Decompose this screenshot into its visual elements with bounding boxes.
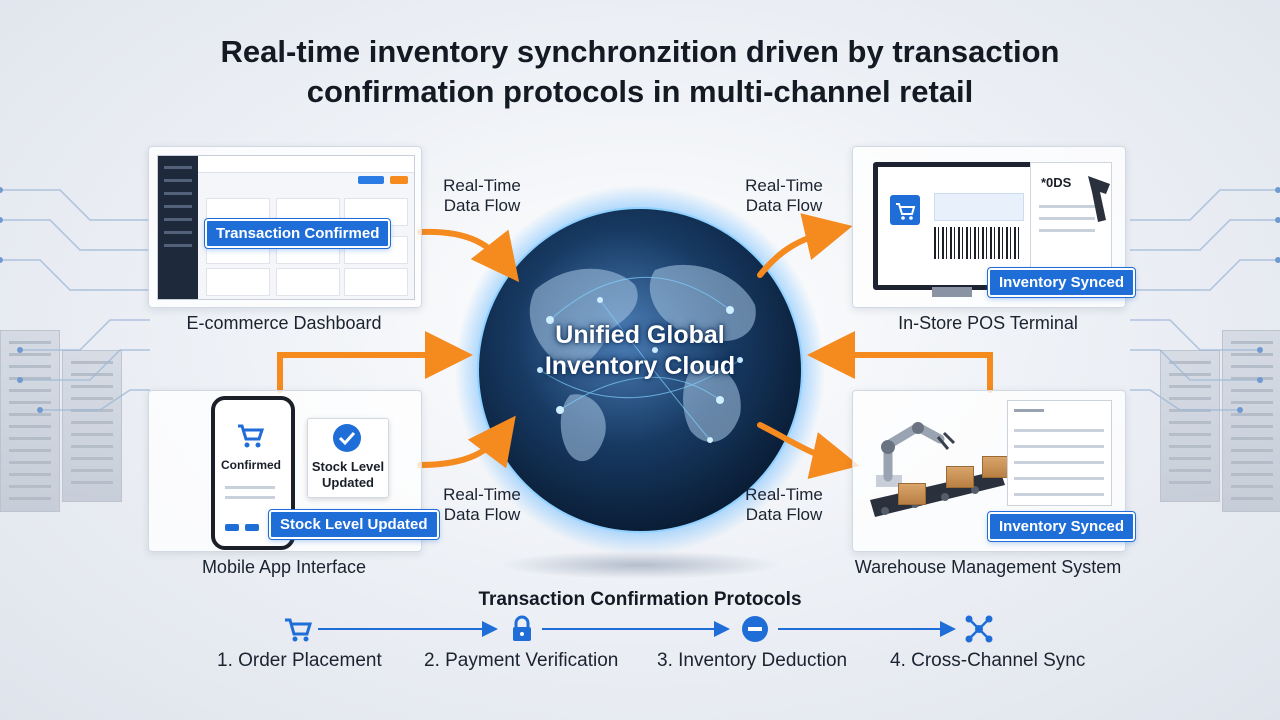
hub-label-line-2: Inventory Cloud (544, 352, 736, 380)
arrow-warehouse-to-hub (807, 331, 993, 393)
circuit-traces-right (1130, 187, 1280, 413)
protocol-arrows (318, 621, 956, 637)
cart-icon (285, 618, 313, 642)
dashboard-card (344, 268, 408, 296)
stock-updated-popup: Stock Level Updated (307, 418, 389, 498)
step-payment-verification: 2. Payment Verification (424, 650, 619, 671)
pos-caption: In-Store POS Terminal (898, 313, 1078, 333)
arrow-mobile-to-hub (277, 331, 473, 393)
phone-confirmed-text: Confirmed (221, 458, 281, 472)
mobile-phone: Confirmed (211, 396, 295, 550)
warehouse-caption: Warehouse Management System (854, 557, 1122, 577)
step-order-placement: 1. Order Placement (217, 650, 382, 671)
server-rack-right-2 (1160, 350, 1220, 502)
server-rack-right-1 (1222, 330, 1280, 512)
network-icon (965, 615, 993, 643)
package-box (982, 456, 1010, 478)
warehouse-screen (1007, 400, 1112, 506)
globe-graphic (455, 185, 825, 579)
step-inventory-deduction: 3. Inventory Deduction (657, 650, 848, 671)
dashboard-card (276, 268, 340, 296)
pos-stand (932, 287, 972, 297)
receipt-code: *0DS (1041, 175, 1072, 190)
page-title: Real-time inventory synchronzition drive… (0, 32, 1280, 112)
lock-icon (513, 615, 531, 641)
circuit-traces-left (0, 187, 150, 413)
cart-icon (238, 424, 265, 448)
popup-text: Stock Level Updated (311, 459, 385, 490)
dashboard-topbar (198, 156, 414, 173)
mobile-caption: Mobile App Interface (201, 557, 367, 577)
barcode-scanner-icon (1088, 176, 1110, 222)
title-line-1: Real-time inventory synchronzition drive… (220, 34, 1060, 69)
hub-label-line-1: Unified Global (555, 321, 725, 349)
server-rack-left-1 (0, 330, 60, 512)
hub-label: Unified Global Inventory Cloud (520, 320, 760, 382)
title-line-2: confirmation protocols in multi-channel … (306, 74, 974, 109)
package-box (946, 466, 974, 488)
dashboard-sidebar (158, 156, 198, 299)
arrow-hub-to-pos (757, 213, 853, 278)
cart-icon (896, 203, 916, 220)
step-cross-channel-sync: 4. Cross-Channel Sync (890, 650, 1086, 671)
pos-info-box (934, 193, 1024, 221)
dashboard-button-orange (390, 176, 408, 184)
pos-inventory-synced-badge: Inventory Synced (988, 268, 1136, 297)
warehouse-inventory-synced-badge: Inventory Synced (988, 512, 1136, 541)
arrow-hub-to-mobile-flow (417, 415, 516, 469)
package-box (898, 483, 926, 505)
arrow-ecommerce-to-hub (417, 228, 520, 283)
dashboard-button-blue (358, 176, 384, 184)
stock-level-updated-badge: Stock Level Updated (269, 510, 439, 539)
transaction-confirmed-badge: Transaction Confirmed (205, 219, 391, 248)
arrow-hub-to-warehouse (757, 422, 860, 480)
check-circle-icon (333, 424, 361, 452)
server-rack-left-2 (62, 350, 122, 502)
pos-barcode (934, 227, 1022, 259)
protocols-title: Transaction Confirmation Protocols (478, 589, 802, 610)
pos-cart-tile (890, 195, 920, 225)
ecommerce-caption: E-commerce Dashboard (186, 313, 382, 333)
dashboard-card (206, 268, 270, 296)
minus-circle-icon (742, 616, 768, 642)
